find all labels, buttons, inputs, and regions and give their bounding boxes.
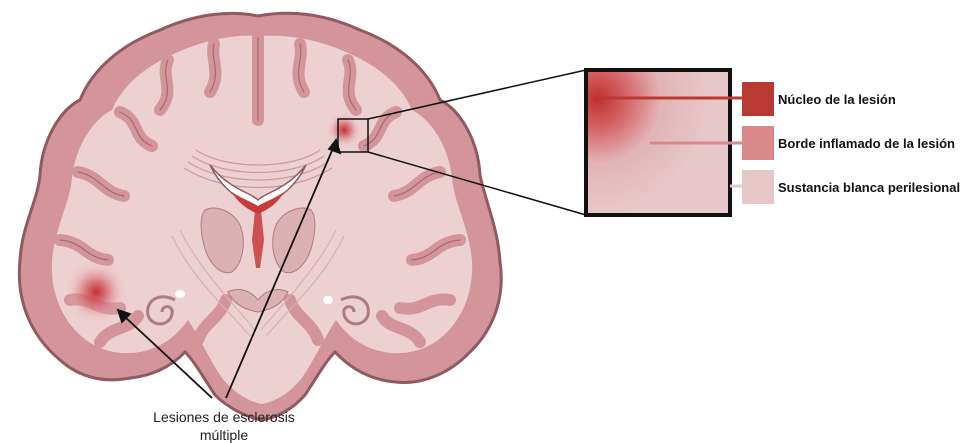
brain [19, 13, 501, 420]
legend-label-rim: Borde inflamado de la lesión [778, 136, 955, 151]
lesion-right-hemisphere [326, 112, 362, 148]
legend-label-perilesional: Sustancia blanca perilesional [778, 180, 960, 195]
legend-label-core: Núcleo de la lesión [778, 92, 896, 107]
legend-swatch-rim [742, 126, 774, 160]
caption-line-1: Lesiones de esclerosis [153, 409, 295, 425]
legend-swatch-core [742, 82, 774, 116]
legend-swatch-perilesional [742, 170, 774, 204]
lesion-left-hemisphere [64, 260, 128, 324]
caption-line-2: múltiple [200, 427, 248, 443]
